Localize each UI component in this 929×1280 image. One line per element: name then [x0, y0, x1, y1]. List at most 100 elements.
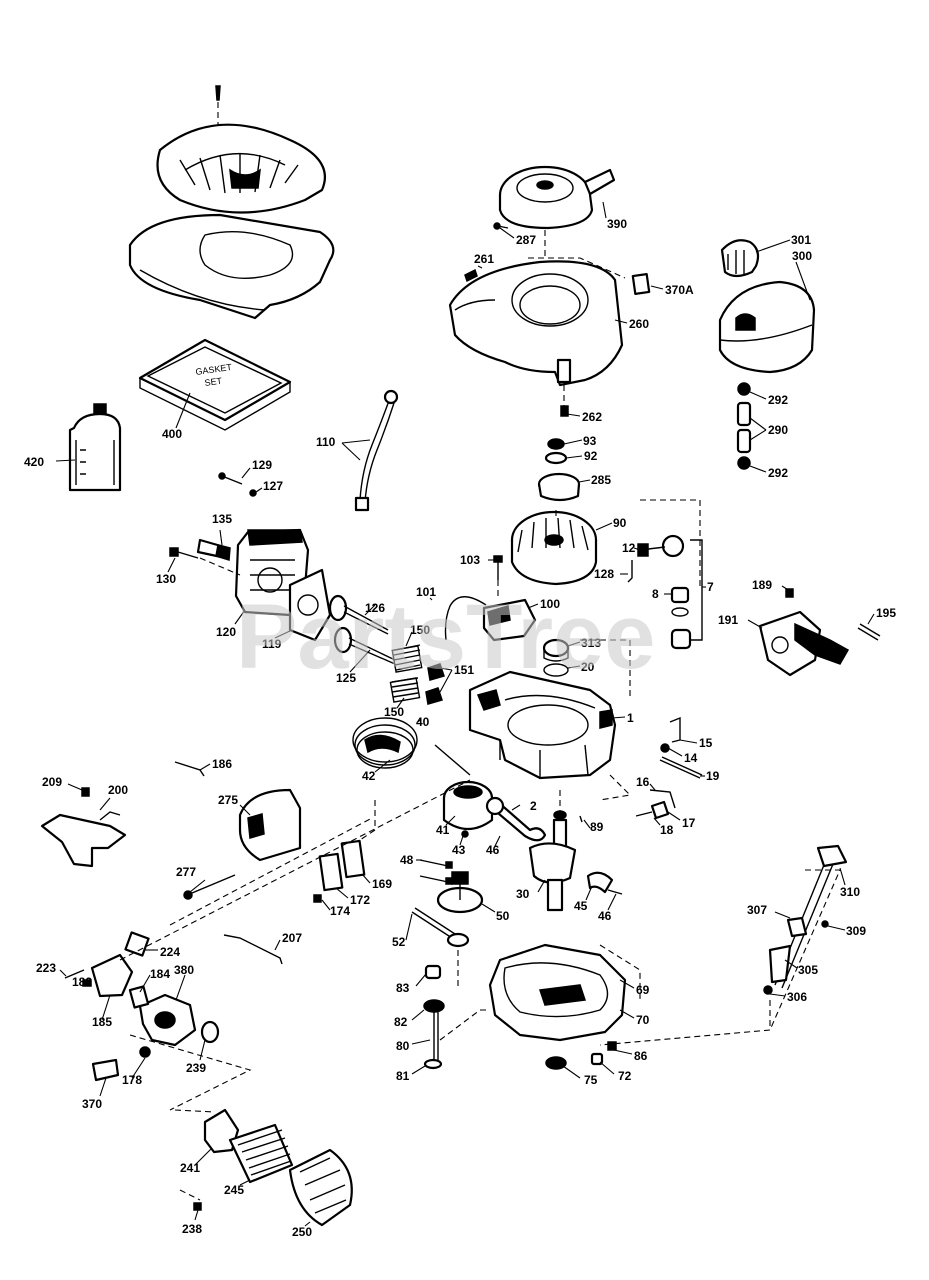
decal-370a-part: [631, 273, 651, 295]
screw-262-part: [560, 405, 569, 417]
screw-209-part: [81, 787, 90, 797]
fuel-line-parts: [736, 382, 752, 470]
label-2: 2: [530, 799, 537, 813]
nut-178-part: [139, 1046, 151, 1058]
gasket-172-part: [318, 852, 344, 892]
label-207: 207: [282, 931, 302, 945]
label-75: 75: [584, 1073, 598, 1087]
washer-92-part: [544, 451, 568, 465]
label-90: 90: [613, 516, 627, 530]
label-119: 119: [262, 637, 282, 651]
label-93: 93: [583, 434, 597, 448]
label-245: 245: [224, 1183, 244, 1197]
valve-spring-lower-part: [389, 677, 421, 703]
label-370: 370: [82, 1097, 102, 1111]
screw-238-part: [193, 1202, 202, 1211]
label-120: 120: [216, 625, 236, 639]
washer-127-part: [249, 489, 257, 497]
screw-174-part: [313, 894, 322, 903]
label-261: 261: [474, 252, 494, 266]
blower-housing-part: [448, 260, 624, 387]
air-cleaner-base-part: [128, 213, 335, 320]
label-92: 92: [584, 449, 598, 463]
screw-129-part: [218, 472, 243, 485]
label-20: 20: [581, 660, 595, 674]
valve-126-part: [328, 594, 389, 635]
label-48: 48: [400, 853, 414, 867]
spark-plug-part: [196, 538, 231, 561]
dipstick-tube-part: [763, 844, 848, 995]
leader-lines: [55, 201, 875, 1227]
label-262: 262: [582, 410, 602, 424]
label-130: 130: [156, 572, 176, 586]
muffler-part: [238, 788, 302, 862]
connecting-rod-part: [485, 796, 547, 842]
head-bolt-dash: [199, 557, 241, 576]
label-313: 313: [581, 636, 601, 650]
screw-223-part: [64, 969, 85, 979]
control-bracket-part: [758, 610, 850, 677]
breather-tube-part: [354, 389, 399, 512]
label-7: 7: [707, 580, 714, 594]
label-14: 14: [684, 751, 698, 765]
screw-261-part: [464, 268, 478, 283]
valve-spring-upper-part: [391, 644, 423, 673]
gasket-set-text-2: SET: [204, 376, 223, 388]
breather-dash: [599, 774, 632, 801]
link-16-part: [649, 789, 676, 809]
label-239: 239: [186, 1061, 206, 1075]
label-301: 301: [791, 233, 811, 247]
block-dash: [580, 639, 631, 700]
pan-shaft-dash: [439, 950, 490, 1041]
label-127: 127: [263, 479, 283, 493]
clip-18-part: [650, 800, 670, 820]
label-42: 42: [362, 769, 376, 783]
nut-93-part: [547, 438, 565, 450]
flywheel-part: [510, 510, 598, 586]
label-174: 174: [330, 904, 350, 918]
part-labels: 390 287 261 370A 260 262 301 300 292 290…: [24, 217, 896, 1239]
bolt-46-part: [607, 889, 623, 895]
label-184: 184: [150, 967, 170, 981]
governor-gear-part: [436, 871, 484, 914]
label-150a: 150: [410, 623, 430, 637]
bolts-48-part: [419, 859, 453, 885]
cam-shaft-52-part: [411, 907, 470, 948]
piston-rings-part: [352, 717, 418, 769]
label-50: 50: [496, 909, 510, 923]
label-128: 128: [594, 567, 614, 581]
gasket-169-part: [340, 839, 366, 879]
link-207-part: [223, 934, 283, 965]
label-185: 185: [92, 1015, 112, 1029]
label-41: 41: [436, 823, 450, 837]
clip-309-part: [821, 920, 829, 928]
label-151: 151: [454, 663, 474, 677]
washer-81-part: [423, 1058, 443, 1070]
key-89-part: [579, 815, 583, 823]
label-72: 72: [618, 1069, 632, 1083]
label-17: 17: [682, 816, 696, 830]
label-15: 15: [699, 736, 713, 750]
plug-wire-part: [444, 596, 487, 641]
label-30: 30: [516, 887, 530, 901]
seal-75-part: [545, 1056, 567, 1070]
label-370A: 370A: [665, 283, 694, 297]
label-241: 241: [180, 1161, 200, 1175]
label-52: 52: [392, 935, 406, 949]
label-83: 83: [396, 981, 410, 995]
label-189: 189: [752, 578, 772, 592]
governor-bracket-line: [690, 539, 703, 641]
label-69: 69: [636, 983, 650, 997]
label-89: 89: [590, 820, 604, 834]
gasket-set-part: GASKET SET: [138, 338, 292, 431]
label-172: 172: [350, 893, 370, 907]
label-191: 191: [718, 613, 738, 627]
label-46a: 46: [486, 843, 500, 857]
label-100: 100: [540, 597, 560, 611]
carb-body-part: [90, 953, 197, 1047]
bearing-313-part: [542, 638, 570, 662]
gasket-184-part: [128, 985, 150, 1009]
label-306: 306: [787, 990, 807, 1004]
governor-lever-part: [637, 534, 685, 558]
screw-287-part: [493, 222, 509, 230]
